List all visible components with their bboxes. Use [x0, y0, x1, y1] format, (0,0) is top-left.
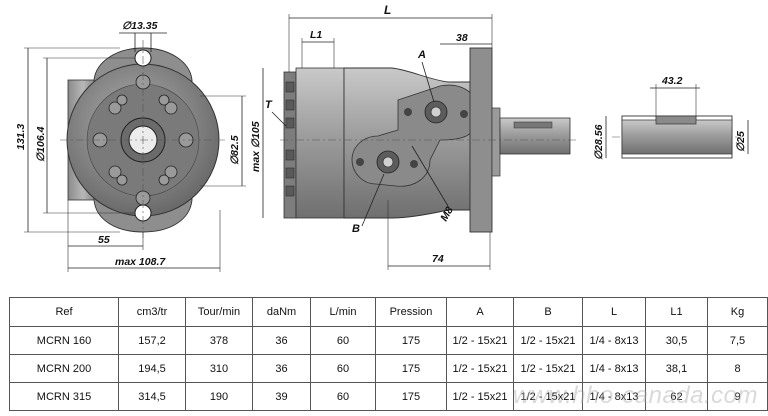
table-cell: 1/2 - 15x21 [446, 354, 514, 383]
table-cell: 1/2 - 15x21 [513, 382, 583, 411]
table-cell: 39 [252, 382, 311, 411]
column-header: Ref [9, 297, 119, 327]
table-cell: 1/4 - 8x13 [582, 382, 646, 411]
table-cell: 8 [707, 354, 768, 383]
table-cell: 9 [707, 382, 768, 411]
table-cell: MCRN 200 [9, 354, 119, 383]
table-cell: 60 [310, 382, 376, 411]
bolt-hole-dia-label: ∅13.35 [122, 20, 158, 32]
half-width-label: 55 [98, 234, 110, 246]
table-cell: 7,5 [707, 326, 768, 355]
column-header: cm3/tr [118, 297, 186, 327]
length-label: L [384, 3, 391, 17]
label-t: T [265, 99, 273, 111]
column-header: L [582, 297, 646, 327]
table-cell: 175 [375, 354, 447, 383]
table-cell: 194,5 [118, 354, 186, 383]
front-view: ∅13.35 131.3 ∅106.4 ∅82.5 55 max 108.7 [15, 20, 246, 272]
column-header: Kg [707, 297, 768, 327]
column-header: L/min [310, 297, 376, 327]
bolt-holes [92, 74, 194, 206]
watermark: www.hho-canada.com [512, 382, 758, 409]
bolt-circle-dia-label: ∅106.4 [35, 126, 47, 162]
shaft-detail-view: 43.2 ∅28.56 ∅25 [593, 75, 749, 160]
column-header: L1 [645, 297, 708, 327]
shaft-length-label: 74 [432, 253, 444, 265]
table-cell: 175 [375, 326, 447, 355]
table-cell: MCRN 315 [9, 382, 119, 411]
shaft-dia-label: ∅28.56 [593, 124, 605, 160]
overall-height-label: 131.3 [15, 124, 27, 150]
pilot-dia-label: ∅82.5 [229, 135, 241, 165]
table-cell: 1/2 - 15x21 [446, 326, 514, 355]
table-cell: 1/2 - 15x21 [446, 382, 514, 411]
table-cell: 62 [645, 382, 708, 411]
table-cell: 310 [185, 354, 253, 383]
table-cell: 175 [375, 382, 447, 411]
table-cell: 1/4 - 8x13 [582, 326, 646, 355]
table-cell: 157,2 [118, 326, 186, 355]
technical-drawing: ∅13.35 131.3 ∅106.4 ∅82.5 55 max 108.7 [15, 3, 749, 272]
table-cell: 1/2 - 15x21 [513, 326, 583, 355]
table-cell: MCRN 160 [9, 326, 119, 355]
table-cell: 1/2 - 15x21 [513, 354, 583, 383]
length-l1-label: L1 [310, 29, 322, 41]
table-cell: 60 [310, 326, 376, 355]
table-cell: 190 [185, 382, 253, 411]
column-header: Tour/min [185, 297, 253, 327]
column-header: B [513, 297, 583, 327]
key-dia-label: ∅25 [735, 131, 747, 152]
column-header: A [446, 297, 514, 327]
table-cell: 314,5 [118, 382, 186, 411]
body-dia-label: max ∅105 [250, 121, 262, 172]
table-cell: 1/4 - 8x13 [582, 354, 646, 383]
side-view: L L1 38 A T max ∅105 M8 B 74 [250, 3, 578, 270]
table-cell: 30,5 [645, 326, 708, 355]
column-header: daNm [252, 297, 311, 327]
port-b-label: B [352, 223, 360, 235]
table-cell: 38,1 [645, 354, 708, 383]
column-header: Pression [375, 297, 447, 327]
key-length-label: 43.2 [661, 75, 683, 87]
port-a-label: A [417, 49, 426, 61]
max-width-label: max 108.7 [115, 256, 166, 268]
flange-offset-label: 38 [456, 32, 468, 44]
table-cell: 36 [252, 326, 311, 355]
table-cell: 60 [310, 354, 376, 383]
table-cell: 378 [185, 326, 253, 355]
table-cell: 36 [252, 354, 311, 383]
